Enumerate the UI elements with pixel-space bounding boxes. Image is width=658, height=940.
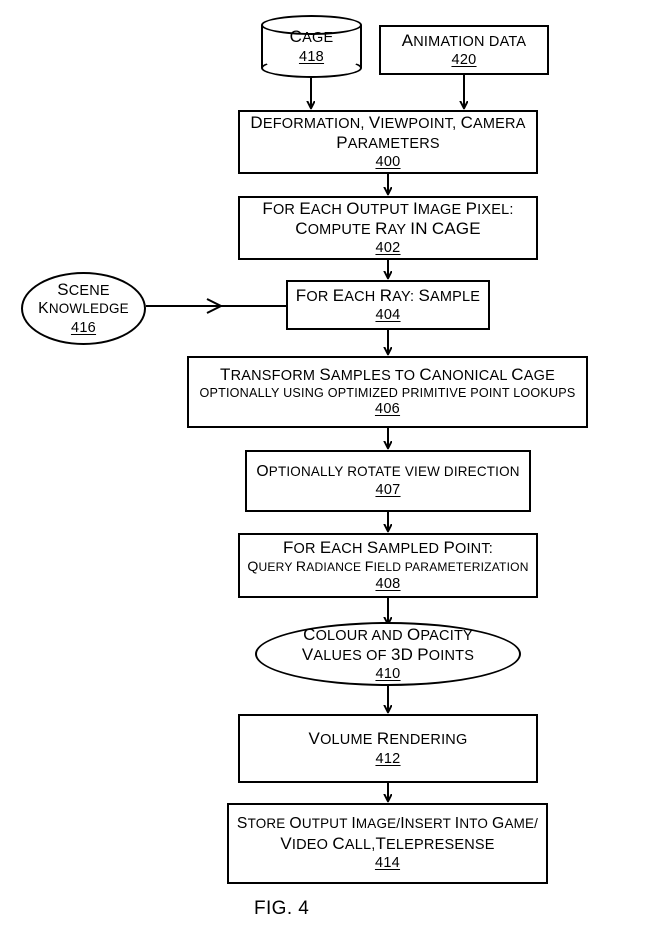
node-deformation-ref: 400 xyxy=(375,154,401,171)
node-rotate-view-line1: OPTIONALLY ROTATE VIEW DIRECTION xyxy=(256,462,520,480)
node-colour-opacity-line1: COLOUR AND OPACITY xyxy=(303,624,473,644)
node-rotate-view-direction: OPTIONALLY ROTATE VIEW DIRECTION 407 xyxy=(245,450,531,512)
node-transform-samples-line1: TRANSFORM SAMPLES TO CANONICAL CAGE xyxy=(220,365,555,385)
node-transform-samples: TRANSFORM SAMPLES TO CANONICAL CAGE OPTI… xyxy=(187,356,588,428)
node-store-output-line1: STORE OUTPUT IMAGE/INSERT INTO GAME/ xyxy=(236,815,539,833)
edge-scene-knowledge-arrowhead xyxy=(206,298,224,314)
node-animation-data-line1: ANIMATION DATA xyxy=(401,30,527,50)
node-cage-line1: CAGE xyxy=(289,27,334,47)
node-scene-knowledge: SCENE KNOWLEDGE 416 xyxy=(21,272,146,345)
node-each-ray-sample: FOR EACH RAY: SAMPLE 404 xyxy=(286,280,490,330)
node-cage: CAGE 418 xyxy=(261,15,362,78)
node-query-radiance-line2: QUERY RADIANCE FIELD PARAMETERIZATION xyxy=(247,558,529,575)
node-scene-knowledge-line1: SCENE xyxy=(57,280,110,300)
node-animation-data-ref: 420 xyxy=(451,52,477,68)
node-rotate-view-ref: 407 xyxy=(375,482,401,499)
node-volume-rendering: VOLUME RENDERING 412 xyxy=(238,714,538,783)
cylinder-bottom-arc xyxy=(261,58,362,78)
node-each-ray-sample-line1: FOR EACH RAY: SAMPLE xyxy=(295,285,481,305)
node-transform-samples-ref: 406 xyxy=(374,401,401,418)
node-compute-ray-ref: 402 xyxy=(375,240,401,257)
node-store-output-line2: VIDEO CALL,TELEPRESENSE xyxy=(280,833,495,853)
node-store-output-image: STORE OUTPUT IMAGE/INSERT INTO GAME/ VID… xyxy=(227,803,548,884)
node-store-output-ref: 414 xyxy=(374,854,401,871)
node-compute-ray-line1: FOR EACH OUTPUT IMAGE PIXEL: xyxy=(262,198,514,218)
node-cage-ref: 418 xyxy=(298,48,325,65)
node-scene-knowledge-ref: 416 xyxy=(70,319,97,336)
node-volume-rendering-ref: 412 xyxy=(375,750,401,767)
node-volume-rendering-line1: VOLUME RENDERING xyxy=(308,729,468,749)
node-colour-opacity-line2: VALUES OF 3D POINTS xyxy=(301,644,475,664)
node-query-radiance-ref: 408 xyxy=(375,575,401,592)
node-scene-knowledge-line2: KNOWLEDGE xyxy=(38,300,129,318)
node-cage-label: CAGE 418 xyxy=(261,15,362,78)
node-compute-ray: FOR EACH OUTPUT IMAGE PIXEL: COMPUTE RAY… xyxy=(238,196,538,260)
cylinder-top-ellipse xyxy=(261,15,362,35)
node-query-radiance-line1: FOR EACH SAMPLED POINT: xyxy=(282,538,494,558)
node-deformation-line2: PARAMETERS xyxy=(336,132,440,152)
node-transform-samples-line2: OPTIONALLY USING OPTIMIZED PRIMITIVE POI… xyxy=(199,385,576,400)
node-compute-ray-line2: COMPUTE RAY IN CAGE xyxy=(295,218,481,238)
node-colour-opacity-ref: 410 xyxy=(375,666,401,683)
node-colour-opacity-values: COLOUR AND OPACITY VALUES OF 3D POINTS 4… xyxy=(255,622,521,686)
node-deformation-parameters: DEFORMATION, VIEWPOINT, CAMERA PARAMETER… xyxy=(238,110,538,174)
figure-caption: FIG. 4 xyxy=(254,898,310,919)
node-animation-data: ANIMATION DATA 420 xyxy=(379,25,549,75)
node-deformation-line1: DEFORMATION, VIEWPOINT, CAMERA xyxy=(250,112,526,132)
node-each-ray-sample-ref: 404 xyxy=(375,307,401,323)
node-query-radiance-field: FOR EACH SAMPLED POINT: QUERY RADIANCE F… xyxy=(238,533,538,598)
